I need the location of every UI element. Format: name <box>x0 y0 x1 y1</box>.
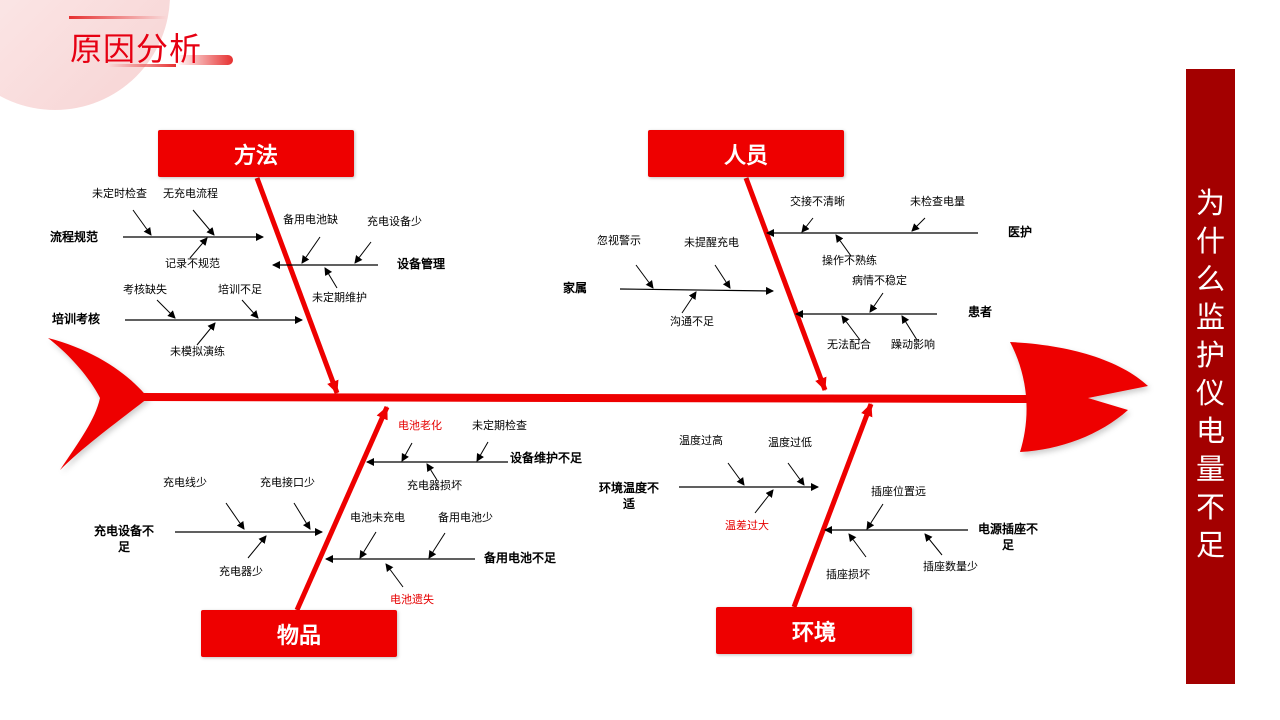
cause-arrow <box>727 462 745 486</box>
cause-arrow <box>869 292 884 313</box>
cause-label: 未定期检查 <box>472 419 527 432</box>
cause-arrow <box>911 217 926 232</box>
cause-label: 未检查电量 <box>910 195 965 208</box>
cause-label: 电池遗失 <box>390 593 434 606</box>
cause-label: 无法配合 <box>827 338 871 351</box>
cause-label: 培训不足 <box>218 283 262 296</box>
cause-arrow <box>754 489 774 514</box>
category-box: 方法 <box>158 130 354 177</box>
cause-label: 无充电流程 <box>163 187 218 200</box>
cause-label: 备用电池缺 <box>283 213 338 226</box>
cause-label: 沟通不足 <box>670 315 714 328</box>
cause-arrow <box>635 264 654 289</box>
cause-label: 记录不规范 <box>165 257 220 270</box>
category-bone <box>791 403 874 608</box>
category-bone <box>294 405 390 612</box>
cause-label: 操作不熟练 <box>822 254 877 267</box>
branch-line <box>619 286 774 295</box>
branch-label: 备用电池不足 <box>484 551 557 565</box>
cause-arrow <box>924 533 943 556</box>
cause-arrow <box>247 535 267 559</box>
cause-label: 插座位置远 <box>871 485 926 498</box>
cause-arrow <box>848 533 867 558</box>
cause-label: 考核缺失 <box>123 283 167 296</box>
cause-arrow <box>401 442 413 462</box>
cause-label: 充电器损坏 <box>407 479 462 492</box>
category-box: 环境 <box>716 607 912 654</box>
cause-label: 未定时检查 <box>92 187 147 200</box>
cause-label: 未提醒充电 <box>684 236 739 249</box>
category-box: 物品 <box>201 610 397 657</box>
cause-label: 备用电池少 <box>438 511 493 524</box>
category-bone <box>254 177 340 394</box>
cause-label: 温度过高 <box>679 434 723 447</box>
cause-arrow <box>476 441 489 462</box>
title-decoration-bar <box>176 55 233 65</box>
branch-label: 充电设备不足 <box>93 524 154 554</box>
cause-arrow <box>241 299 259 319</box>
side-title-panel: 为什么监护仪电量不足 <box>1186 69 1235 684</box>
branch-label: 流程规范 <box>50 230 99 244</box>
cause-arrow <box>192 209 215 236</box>
cause-arrow <box>324 267 338 289</box>
fish-head <box>1010 342 1148 452</box>
cause-label: 充电接口少 <box>260 476 315 489</box>
cause-label: 电池老化 <box>398 419 442 432</box>
cause-arrow <box>426 463 438 481</box>
branch-label: 培训考核 <box>52 312 101 326</box>
cause-label: 未模拟演练 <box>170 345 225 358</box>
cause-arrow <box>866 503 884 530</box>
branch-label: 医护 <box>1008 225 1033 239</box>
cause-arrow <box>428 532 446 559</box>
cause-label: 温度过低 <box>768 436 812 449</box>
cause-arrow <box>681 291 697 314</box>
cause-arrow <box>787 462 805 486</box>
side-title: 为什么监护仪电量不足 <box>1195 186 1225 562</box>
cause-label: 温差过大 <box>725 519 769 532</box>
cause-label: 未定期维护 <box>312 291 367 304</box>
branch-label: 设备管理 <box>397 257 446 271</box>
branch-label: 环境温度不适 <box>598 481 659 511</box>
cause-arrow <box>156 299 176 319</box>
cause-label: 忽视警示 <box>597 234 641 247</box>
cause-label: 充电线少 <box>163 476 207 489</box>
cause-arrow <box>225 502 245 530</box>
cause-arrow <box>385 563 404 588</box>
cause-label: 插座损坏 <box>826 568 870 581</box>
cause-arrow <box>189 237 208 259</box>
cause-label: 插座数量少 <box>923 560 978 573</box>
cause-arrow <box>835 234 852 257</box>
fish-spine <box>140 393 1030 403</box>
cause-arrow <box>132 209 152 236</box>
cause-arrow <box>196 322 216 346</box>
branch-label: 家属 <box>563 281 588 295</box>
cause-arrow <box>354 241 372 264</box>
page-title: 原因分析 <box>70 30 203 68</box>
title-decoration-bar <box>108 64 176 67</box>
branch-label: 患者 <box>968 305 993 319</box>
cause-arrow <box>901 315 918 341</box>
title-decoration-bar <box>69 16 167 19</box>
cause-label: 交接不清晰 <box>790 195 845 208</box>
cause-label: 充电器少 <box>219 565 263 578</box>
cause-arrow <box>841 315 861 341</box>
cause-label: 充电设备少 <box>367 215 422 228</box>
category-bone <box>743 177 828 391</box>
cause-label: 病情不稳定 <box>852 274 907 287</box>
cause-arrow <box>359 531 377 559</box>
cause-arrow <box>714 264 731 289</box>
cause-arrow <box>293 502 311 530</box>
cause-label: 躁动影响 <box>891 338 935 351</box>
cause-arrow <box>301 236 321 264</box>
category-box: 人员 <box>648 130 844 177</box>
cause-arrow <box>801 217 814 233</box>
cause-label: 电池未充电 <box>350 511 405 524</box>
branch-label: 设备维护不足 <box>510 451 583 465</box>
branch-label: 电源插座不足 <box>977 522 1038 552</box>
fish-tail <box>48 338 148 470</box>
